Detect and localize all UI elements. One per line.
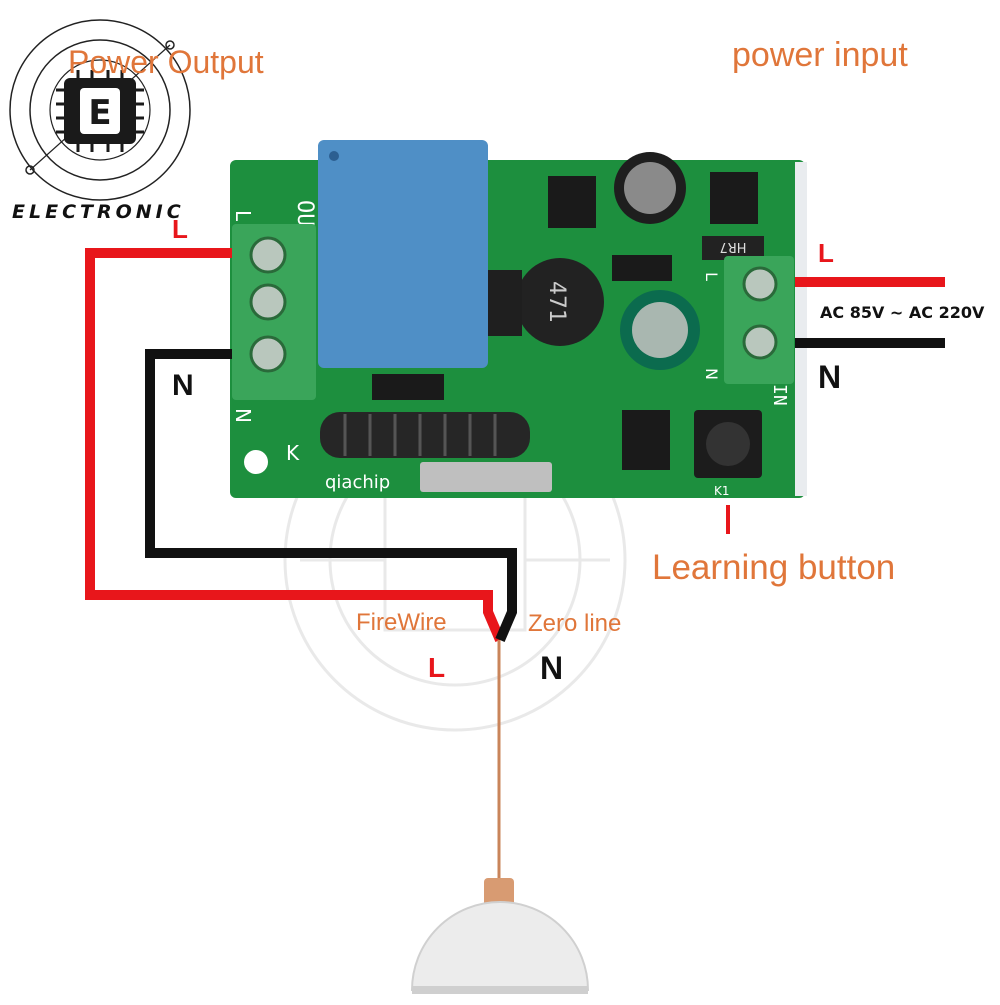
live-label-input: L — [818, 238, 834, 268]
terminal-l-in-label: L — [702, 272, 721, 281]
pendant-lamp — [410, 878, 590, 994]
live-output-wire — [85, 248, 505, 642]
logo: E — [9, 19, 191, 201]
ic-chip-top — [548, 176, 596, 228]
live-label-lamp: L — [428, 652, 446, 683]
learning-button-label: Learning button — [652, 548, 896, 587]
logo-text: ELECTRONIC — [12, 201, 185, 223]
relay — [318, 140, 488, 368]
neutral-label-output: N — [172, 369, 194, 402]
neutral-output-wire — [145, 349, 517, 642]
neutral-label-lamp: N — [540, 650, 564, 686]
receiver-board: 471 HR7 K1 qiachip — [230, 140, 807, 498]
transistor — [488, 270, 522, 336]
crystal — [420, 462, 552, 492]
terminal-n-label: N — [231, 408, 255, 423]
live-label-output: L — [172, 214, 188, 244]
terminal-l-label: L — [231, 210, 255, 222]
firewire-label: FireWire — [356, 609, 447, 636]
ic-chip-bottom — [622, 410, 670, 470]
switch-label: K1 — [714, 484, 730, 498]
terminal-n-in-label: N — [702, 368, 721, 380]
bridge-rectifier — [710, 172, 758, 224]
neutral-label-input: N — [818, 359, 842, 395]
in-label: IN — [769, 384, 790, 406]
zero-line-label: Zero line — [528, 610, 622, 637]
input-terminal-block — [724, 256, 794, 384]
ac-voltage-label: AC 85V ~ AC 220V — [820, 303, 985, 322]
power-output-label: Power Output — [68, 44, 264, 80]
terminal-k-label: K — [286, 441, 300, 465]
brand-text: qiachip — [325, 472, 390, 493]
logo-letter: E — [88, 93, 111, 133]
wiring — [85, 248, 945, 880]
diode-code: HR7 — [719, 239, 746, 254]
inductor-code: 471 — [544, 281, 569, 323]
output-terminal-block — [232, 224, 316, 400]
power-input-label: power input — [732, 36, 908, 74]
antenna-coil — [320, 412, 530, 458]
inductor — [516, 258, 604, 346]
